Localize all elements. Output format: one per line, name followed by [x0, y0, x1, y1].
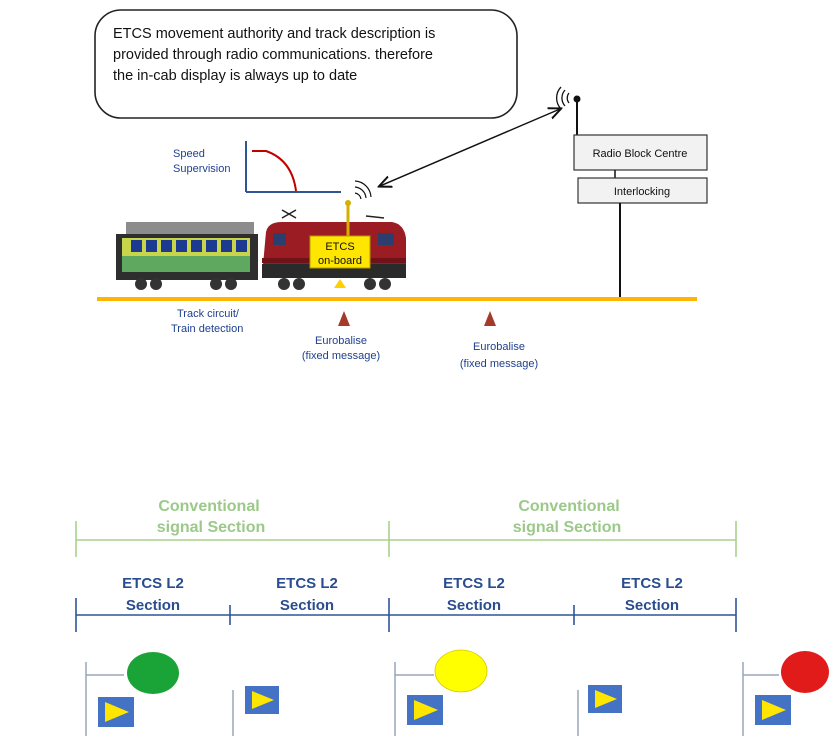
interlocking-box — [577, 177, 708, 204]
etcs-section-4-line-1: ETCS L2 — [621, 575, 683, 592]
callout-line-1: ETCS movement authority and track descri… — [113, 26, 435, 42]
eurobalise-marker-icon — [484, 311, 496, 326]
signal-green — [85, 652, 179, 736]
radio-link-arrow — [380, 109, 560, 186]
rbc-box — [573, 134, 708, 171]
callout-box — [94, 9, 518, 119]
conventional-section-2-line-2: signal Section — [513, 519, 621, 536]
eurobalise-1: Eurobalise (fixed message) — [302, 311, 380, 362]
pantograph — [281, 209, 297, 219]
etcs-section-3-line-2: Section — [447, 597, 501, 614]
radio-waves-icon — [555, 86, 570, 110]
antenna-tip — [573, 95, 581, 103]
track-circuit-line-2: Train detection — [171, 323, 243, 335]
onboard-radio-waves-icon — [354, 180, 372, 200]
marker-board-4 — [577, 685, 622, 736]
eurobalise-marker-icon — [338, 311, 350, 326]
onboard-box — [309, 235, 371, 269]
conventional-section-1-line-1: Conventional — [158, 498, 259, 515]
etcs-section-1-line-1: ETCS L2 — [122, 575, 184, 592]
signal-red — [742, 651, 829, 736]
speed-supervision: Speed Supervision — [173, 141, 341, 193]
etcs-section-1-line-2: Section — [126, 597, 180, 614]
etcs-section-4-line-2: Section — [625, 597, 679, 614]
etcs-section-3-line-1: ETCS L2 — [443, 575, 505, 592]
passenger-car — [116, 222, 258, 290]
signal-aspect-yellow — [434, 649, 488, 693]
speed-supervision-line-1: Speed — [173, 148, 205, 160]
marker-board-2 — [232, 686, 279, 736]
etcs-section-line — [75, 598, 737, 632]
rbc-label: Radio Block Centre — [593, 148, 688, 160]
signal-aspect-red — [781, 651, 829, 693]
conventional-section-2-line-1: Conventional — [518, 498, 619, 515]
eurobalise-1-line-2: (fixed message) — [302, 350, 380, 362]
conventional-sections: Conventional signal Section Conventional… — [75, 498, 737, 557]
signal-aspect-green — [127, 652, 179, 694]
conventional-section-1-line-2: signal Section — [157, 519, 265, 536]
etcs-section-2-line-2: Section — [280, 597, 334, 614]
eurobalise-2-line-1: Eurobalise — [473, 341, 525, 353]
track-circuit-line-1: Track circuit/ — [177, 308, 240, 320]
etcs-onboard: ETCS on-board — [309, 180, 372, 288]
eurobalise-2-line-2: (fixed message) — [460, 358, 538, 370]
callout-line-2: provided through radio communications. t… — [113, 47, 433, 63]
callout: ETCS movement authority and track descri… — [94, 9, 518, 119]
onboard-line-1: ETCS — [325, 241, 354, 253]
etcs-sections: ETCS L2 Section ETCS L2 Section ETCS L2 … — [75, 575, 737, 632]
braking-curve — [252, 150, 297, 192]
onboard-antenna-tip — [345, 200, 351, 206]
onboard-reader-icon — [334, 279, 346, 288]
interlocking-label: Interlocking — [614, 186, 670, 198]
onboard-line-2: on-board — [318, 255, 362, 267]
eurobalise-2: Eurobalise (fixed message) — [460, 311, 538, 370]
speed-supervision-line-2: Supervision — [173, 163, 230, 175]
etcs-section-2-line-1: ETCS L2 — [276, 575, 338, 592]
radio-tower: Radio Block Centre Interlocking — [555, 86, 708, 299]
train: ETCS on-board — [116, 180, 406, 290]
conventional-section-line — [75, 521, 737, 557]
track-circuit-label: Track circuit/ Train detection — [171, 308, 243, 335]
signal-yellow — [394, 649, 488, 736]
callout-line-3: the in-cab display is always up to date — [113, 68, 357, 84]
eurobalise-1-line-1: Eurobalise — [315, 335, 367, 347]
